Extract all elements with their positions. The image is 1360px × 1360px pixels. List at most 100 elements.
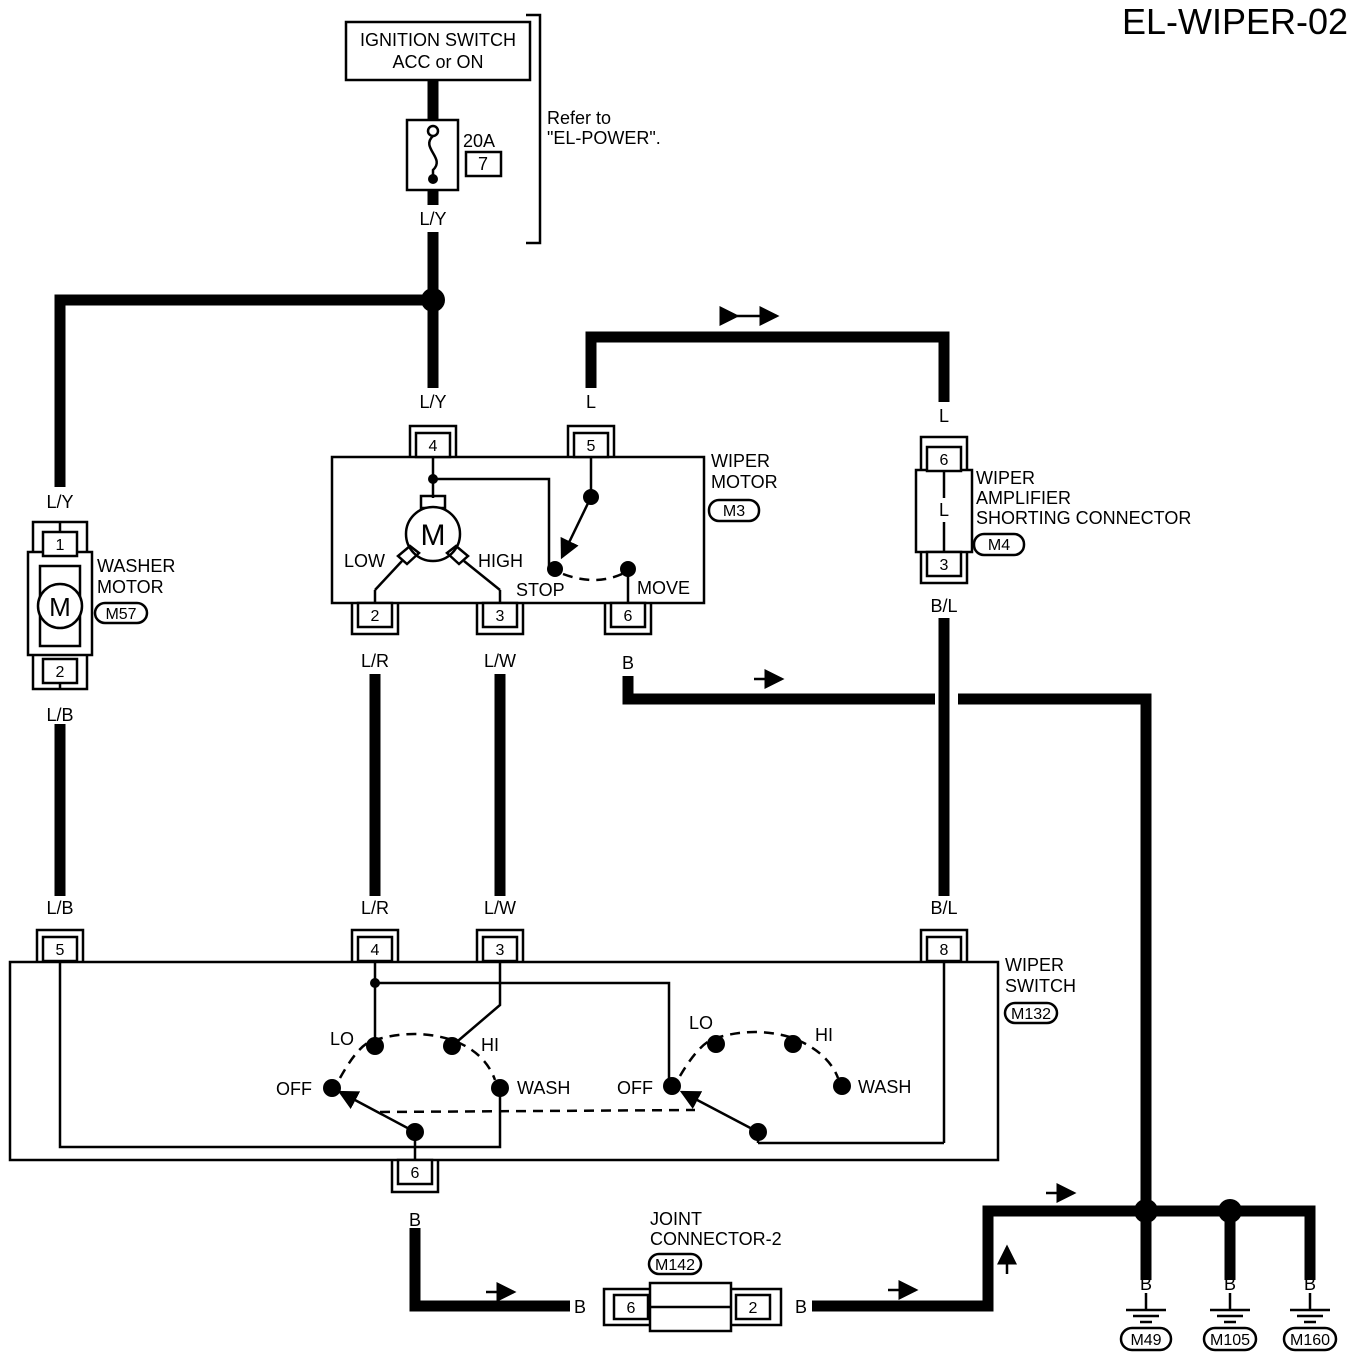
wiper-amplifier-shorting-connector: 6 3 L WIPER AMPLIFIER SHORTING CONNECTOR… [914, 435, 1191, 585]
amplifier-connector: M4 [988, 537, 1010, 554]
switch-hi-label: HI [815, 1025, 833, 1045]
splice-dot [1218, 1199, 1242, 1223]
wiper-switch-connector: M132 [1011, 1006, 1051, 1023]
svg-text:6: 6 [940, 452, 949, 469]
connector-pin: 2 [350, 601, 400, 636]
wire-label: L [586, 392, 596, 412]
ground-m105: M105 [1202, 1293, 1258, 1352]
motor-high-label: HIGH [478, 551, 523, 571]
washer-motor-name-1: WASHER [97, 556, 175, 576]
refer-line-1: Refer to [547, 108, 611, 128]
svg-text:2: 2 [56, 664, 65, 681]
fuse: 20A 7 [405, 80, 503, 205]
connector-pin: 3 [475, 601, 525, 636]
motor-icon [404, 505, 462, 563]
wire-label: B [795, 1297, 807, 1317]
ignition-label-1: IGNITION SWITCH [360, 30, 516, 50]
refer-line-2: "EL-POWER". [547, 128, 661, 148]
svg-text:4: 4 [371, 942, 380, 959]
svg-text:6: 6 [624, 608, 633, 625]
connector-pin: 3 [475, 928, 525, 963]
switch-off-label: OFF [276, 1079, 312, 1099]
power-reference-bracket: Refer to "EL-POWER". [526, 13, 661, 245]
wire-label: B [409, 1210, 421, 1230]
wire-label: B/L [930, 898, 957, 918]
wire-labels: L/Y L/Y L/Y L L L/R L/W B B/L L/B L/B L/… [46, 209, 1316, 1317]
washer-motor-symbol: M [49, 592, 71, 622]
svg-text:6: 6 [627, 1300, 636, 1317]
fuse-number: 7 [478, 154, 488, 174]
wiper-motor-connector: M3 [723, 503, 745, 520]
switch-wash-label: WASH [517, 1078, 570, 1098]
ignition-switch: IGNITION SWITCH ACC or ON [344, 20, 532, 82]
connector-pin: 5 [35, 928, 85, 963]
wiper-motor-name-2: MOTOR [711, 472, 778, 492]
svg-text:5: 5 [587, 438, 596, 455]
washer-motor-name-2: MOTOR [97, 577, 164, 597]
wire-label: L/Y [419, 209, 446, 229]
switch-hi-label: HI [481, 1035, 499, 1055]
svg-text:6: 6 [411, 1165, 420, 1182]
connector-pin: 6 [390, 1158, 440, 1194]
motor-icon [36, 582, 84, 630]
wire-label: L/Y [419, 392, 446, 412]
amplifier-name-1: WIPER [976, 468, 1035, 488]
wiper-motor-name-1: WIPER [711, 451, 770, 471]
wire-label: L/W [484, 898, 516, 918]
motor-low-label: LOW [344, 551, 385, 571]
wire-label: B/L [930, 596, 957, 616]
wire-label: L/W [484, 651, 516, 671]
diagram-title: EL-WIPER-02 [1122, 1, 1348, 42]
wire-label: L [939, 406, 949, 426]
connector-pin: 8 [919, 928, 969, 963]
connector-pin: 4 [408, 424, 458, 459]
splice-dot [421, 288, 445, 312]
wire-label: L/R [361, 898, 389, 918]
wiper-switch-name-2: SWITCH [1005, 976, 1076, 996]
joint-name-1: JOINT [650, 1209, 702, 1229]
motor-move-label: MOVE [637, 578, 690, 598]
switch-wash-label: WASH [858, 1077, 911, 1097]
joint-connector-id: M142 [655, 1257, 695, 1274]
joint-connector: JOINT CONNECTOR-2 M142 6 2 [602, 1209, 783, 1333]
connector-pin: 6 [603, 601, 653, 636]
svg-text:3: 3 [940, 557, 949, 574]
ground-label: M105 [1210, 1332, 1250, 1349]
current-flow-arrows [486, 306, 1077, 1302]
ground-m160: M160 [1282, 1293, 1338, 1352]
amplifier-name-2: AMPLIFIER [976, 488, 1071, 508]
wire-label: B [1224, 1274, 1236, 1294]
washer-motor: 1 2 M WASHER MOTOR M57 [26, 520, 175, 691]
svg-text:2: 2 [749, 1300, 758, 1317]
wiper-switch: 5 4 3 8 6 [8, 928, 1076, 1194]
washer-motor-connector: M57 [105, 606, 136, 623]
fuse-rating: 20A [463, 131, 495, 151]
motor-symbol: M [421, 519, 446, 552]
svg-text:8: 8 [940, 942, 949, 959]
joint-name-2: CONNECTOR-2 [650, 1229, 782, 1249]
wiper-switch-name-1: WIPER [1005, 955, 1064, 975]
svg-text:1: 1 [56, 537, 65, 554]
splice-dot [1134, 1199, 1158, 1223]
svg-text:4: 4 [429, 438, 438, 455]
wires [54, 232, 1316, 1312]
motor-stop-label: STOP [516, 580, 565, 600]
amplifier-name-3: SHORTING CONNECTOR [976, 508, 1191, 528]
wire-label: B [1304, 1274, 1316, 1294]
wire-label: B [622, 653, 634, 673]
wire-label: B [574, 1297, 586, 1317]
switch-lo-label: LO [330, 1029, 354, 1049]
connector-pin: 5 [566, 424, 616, 459]
ground-m49: M49 [1119, 1293, 1173, 1352]
wire-label: L/B [46, 705, 73, 725]
wire-label: B [1140, 1274, 1152, 1294]
wire-label: L/B [46, 898, 73, 918]
switch-lo-label: LO [689, 1013, 713, 1033]
ground-label: M49 [1130, 1332, 1161, 1349]
svg-text:2: 2 [371, 608, 380, 625]
wire-label: L/Y [46, 492, 73, 512]
wire-label: L/R [361, 651, 389, 671]
switch-off-label: OFF [617, 1078, 653, 1098]
svg-text:3: 3 [496, 608, 505, 625]
